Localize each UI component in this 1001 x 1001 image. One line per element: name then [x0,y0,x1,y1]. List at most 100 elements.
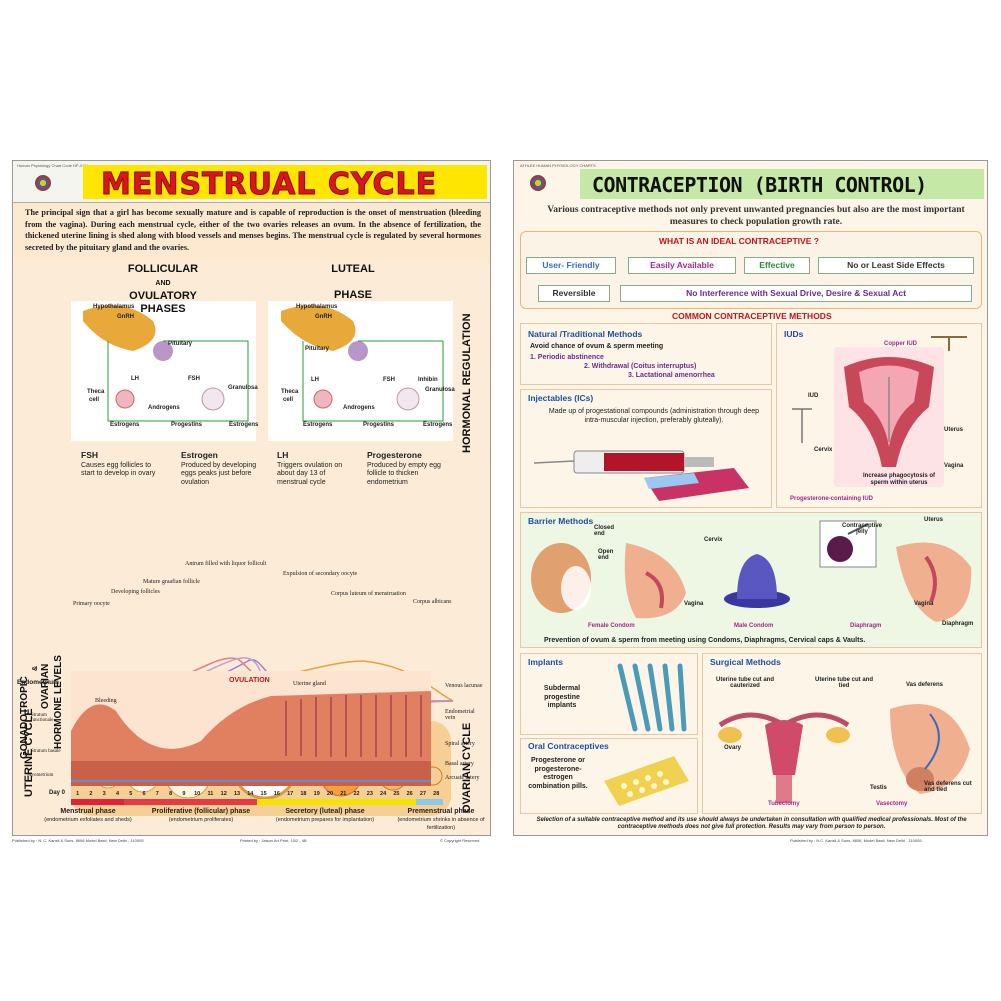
label-stratum-basale: Stratum basale [31,749,61,754]
label-cell-2: cell [283,397,294,403]
label-diaphragm: Diaphragm [850,623,882,629]
phase-premenstrual-desc: (endometrium shrinks in absence of ferti… [397,817,485,831]
label-vas-deferens: Vas deferens [906,682,944,688]
follicular-and: AND [155,280,171,287]
hormone-lh-desc: Triggers ovulation on about day 13 of me… [277,461,343,486]
label-female-condom: Female Condom [588,623,635,629]
phase-menstrual-name: Menstrual phase [60,808,116,815]
label-barrier-uterus: Uterus [924,517,944,523]
label-endometrium: Endometrium [17,679,59,686]
label-hypothalamus-2: Hypothalamus [296,304,338,310]
hormone-fsh-name: FSH [81,450,98,460]
label-arcuate-artery: Arcuate artery [445,775,480,781]
day-cell: 12 [220,791,227,797]
surgical-methods-panel [702,653,982,814]
label-cervix: Cervix [814,447,833,453]
copper-iud-icon [931,336,967,351]
oral-contraceptives-panel [520,738,698,814]
label-ovulation: OVULATION [229,677,270,684]
surgical-title: Surgical Methods [710,657,781,667]
phase-premenstrual-name: Premenstrual phase [407,808,475,815]
natural-item-2: 2. Withdrawal (Coitus interruptus) [584,363,697,370]
label-testis: Testis [870,785,887,791]
day-cell: 26 [406,791,413,797]
intro-text: The principal sign that a girl has becom… [25,208,481,252]
right-title-box [580,169,984,199]
follicular-title: FOLLICULAR [127,263,199,275]
contraception-poster: ATHLEE HUMAN PHYSIOLOGY CHARTS CONTRACEP… [513,160,988,836]
ideal-side-effects: No or Least Side Effects [818,257,974,274]
label-lh-2: LH [311,377,319,383]
uterus-iud-illustration [834,347,944,487]
hormone-progesterone-desc: Produced by empty egg follicle to thicke… [367,461,441,486]
day-cell: 18 [300,791,307,797]
ovarian-cycle-label: OVARIAN CYCLE [461,722,473,813]
day-cell: 1 [76,791,80,797]
implants-title: Implants [528,657,563,667]
phase-bar-secretory [257,799,417,805]
phase-premenstrual: Premenstrual phase (endometrium shrinks … [395,808,487,832]
label-corpus-luteum: Corpus luteum of menstruation [331,591,406,597]
label-tubectomy: Tubectomy [768,801,800,807]
hormone-lh: LH Triggers ovulation on about day 13 of… [277,451,357,487]
phase-proliferative-name: Proliferative (follicular) phase [151,808,251,815]
ideal-no-interference: No Interference with Sexual Drive, Desir… [620,285,972,302]
right-intro: Various contraceptive methods not only p… [547,205,965,227]
injectables-panel [520,389,772,508]
phase-proliferative-desc: (endometrium proliferates) [168,817,234,823]
female-condom-illustration [531,543,686,619]
natural-item-1: 1. Periodic abstinence [530,354,604,361]
label-granulosa: Granulosa [228,385,258,391]
label-antrum: Antrum filled with liquor folliculi [185,561,267,567]
hormone-estrogen-name: Estrogen [181,450,218,460]
hormone-estrogen: Estrogen Produced by developing eggs pea… [181,451,261,487]
implants-panel [520,653,698,735]
phase-secretory-name: Secretory (luteal) phase [285,808,365,815]
label-corpus-albicans: Corpus albicans [413,599,452,605]
luteal-title: LUTEAL [331,263,375,275]
day-cell: 8 [169,791,173,797]
label-ovary: Ovary [724,745,742,751]
label-jelly: Contraceptive jelly [842,523,883,535]
day-cell: 24 [380,791,387,797]
day-cell: 28 [433,791,440,797]
label-uterus: Uterus [944,427,964,433]
phase-bar-proliferative [124,799,257,805]
label-cell: cell [89,397,100,403]
day-cell: 21 [340,791,347,797]
label-vasectomy: Vasectomy [876,801,908,807]
follicular-heading: FOLLICULAR AND OVULATORY PHASES [113,263,213,316]
label-barrier-vagina: Vagina [684,601,704,607]
hormone-fsh: FSH Causes egg follicles to start to dev… [81,451,161,479]
common-methods-header: COMMON CONTRACEPTIVE METHODS [672,311,832,321]
day-cell: 9 [182,791,186,797]
right-footer-publisher: Published by : N.C. Kansil & Sons, 8606,… [790,838,922,843]
label-barrier-cervix: Cervix [704,537,723,543]
left-footer-printer: Printed by : Jaison Art Print, 10/2 - 4B [240,838,307,843]
label-progestins-2: Progestins [363,422,395,428]
tubectomy-illustration [718,712,850,803]
menstrual-cycle-poster: Human Physiology Chart Code HP-XXX MENST… [12,160,491,836]
label-primary-oocyte: Primary oocyte [73,601,110,607]
day-cell: 13 [233,791,241,797]
label-open-end: Open end [598,549,614,561]
natural-lead: Avoid chance of ovum & sperm meeting [530,343,664,350]
label-spiral-artery: Spiral artery [445,741,475,747]
label-estrogens-3: Estrogens [303,422,333,428]
day-cell: 4 [115,791,120,797]
label-lh: LH [131,376,139,382]
label-estrogens-4: Estrogens [423,422,453,428]
label-fsh: FSH [188,376,200,382]
injectables-title: Injectables (ICs) [528,393,594,403]
label-vas-cut: Vas deferens cut and tied [924,781,972,793]
hormone-lh-name: LH [277,450,289,460]
ideal-effective: Effective [744,257,810,274]
luteal-heading: LUTEAL PHASE [323,263,383,302]
label-cut-cauterized: Uterine tube cut and cauterized [715,677,774,689]
label-inhibin: Inhibin [418,377,438,383]
ovarian-label: OVARIAN [40,663,51,709]
label-barrier-vagina-2: Vagina [914,601,934,607]
label-basal-artery: Basal artery [445,761,474,767]
label-endometrial-vein: Endometrial vein [445,709,475,721]
